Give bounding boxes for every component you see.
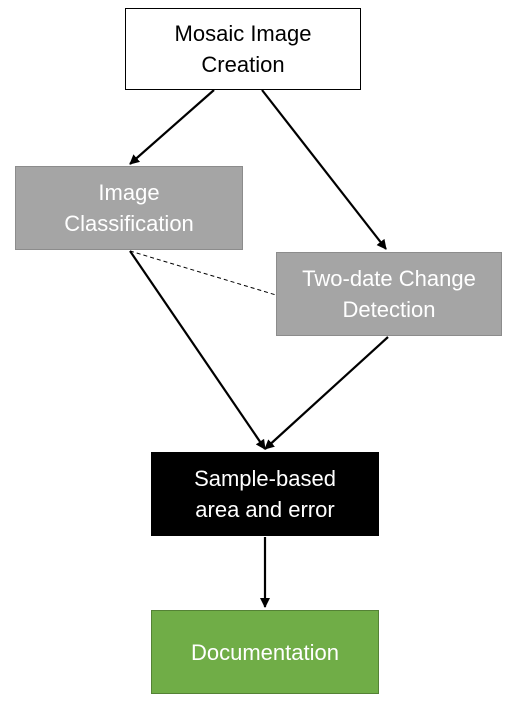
node-sample-based-area-and-error: Sample-based area and error [151, 452, 379, 536]
arrow-mosaic-to-classification [129, 89, 215, 165]
node-documentation: Documentation [151, 610, 379, 694]
node-image-classification: Image Classification [15, 166, 243, 250]
arrow-change-to-sample [264, 336, 389, 450]
arrow-mosaic-to-change [261, 89, 387, 250]
node-two-date-change-detection: Two-date Change Detection [276, 252, 502, 336]
node-label: Image Classification [64, 180, 194, 236]
node-label: Documentation [191, 639, 339, 665]
node-label: Sample-based area and error [194, 466, 336, 522]
dashed-link-classification-change [129, 250, 277, 296]
node-label: Mosaic Image Creation [174, 21, 312, 77]
node-label: Two-date Change Detection [302, 266, 476, 322]
node-mosaic-image-creation: Mosaic Image Creation [125, 8, 361, 90]
arrow-classification-to-sample [129, 250, 266, 450]
